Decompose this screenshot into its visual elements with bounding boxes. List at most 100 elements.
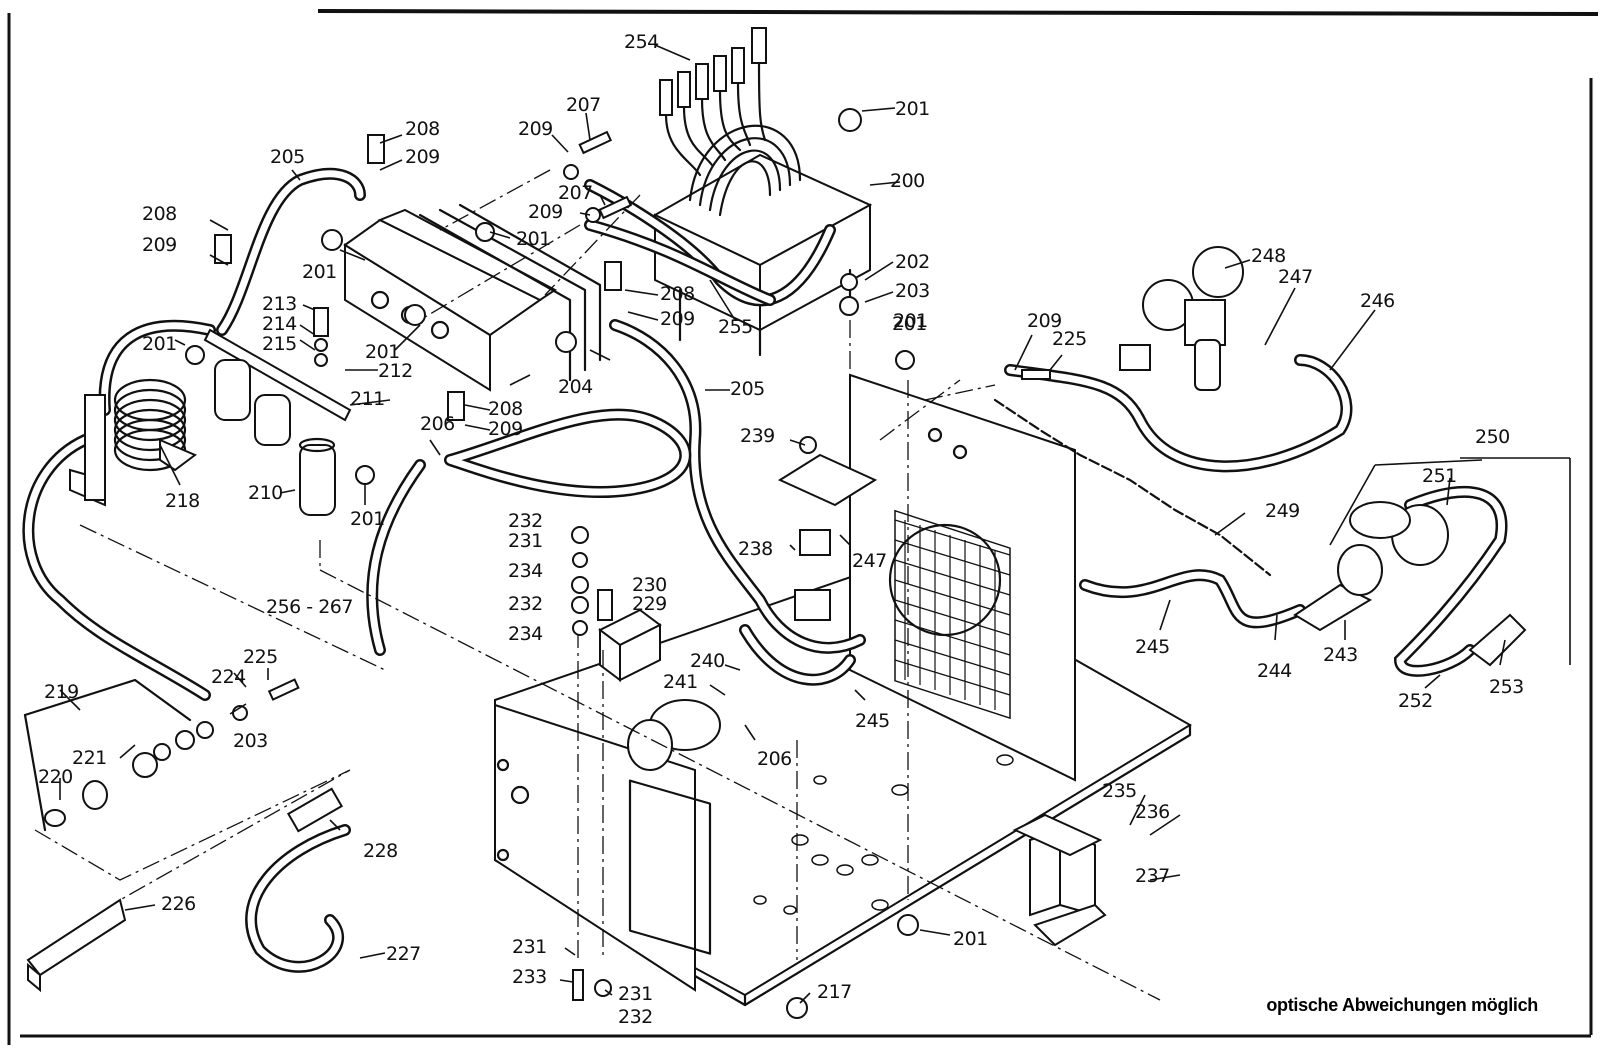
callout-209: 209 (1027, 310, 1062, 332)
leader-lines (59, 44, 1571, 1004)
cables (22, 167, 1508, 973)
callout-248: 248 (1251, 245, 1286, 267)
callout-219: 219 (44, 681, 79, 703)
callout-209: 209 (518, 118, 553, 140)
callout-224: 224 (211, 666, 246, 688)
hardware (185, 108, 1051, 1019)
callout-201: 201 (953, 928, 988, 950)
output-socket (627, 699, 721, 771)
gas-regulator (1119, 246, 1244, 391)
callout-227: 227 (386, 943, 421, 965)
callout-203: 203 (233, 730, 268, 752)
callout-237: 237 (1135, 865, 1170, 887)
callout-208: 208 (488, 398, 523, 420)
callout-249: 249 (1265, 500, 1300, 522)
callout-206: 206 (420, 413, 455, 435)
callout-209: 209 (142, 234, 177, 256)
plugs (1293, 501, 1527, 667)
callout-218: 218 (165, 490, 200, 512)
callout-201: 201 (365, 341, 400, 363)
callout-238: 238 (738, 538, 773, 560)
callout-233: 233 (512, 966, 547, 988)
callout-234: 234 (508, 623, 543, 645)
callout-201: 201 (350, 508, 385, 530)
callout-229: 229 (632, 593, 667, 615)
callout-247: 247 (852, 550, 887, 572)
callout-209: 209 (488, 418, 523, 440)
callout-201: 201 (893, 310, 928, 332)
capacitors (203, 328, 352, 516)
callout-253: 253 (1489, 676, 1524, 698)
callout-245: 245 (855, 710, 890, 732)
callout-203: 203 (895, 280, 930, 302)
callout-208: 208 (405, 118, 440, 140)
callout-243: 243 (1323, 644, 1358, 666)
callout-209: 209 (660, 308, 695, 330)
callout-225: 225 (243, 646, 278, 668)
earth-clamp (26, 787, 344, 993)
callout-234: 234 (508, 560, 543, 582)
callout-225: 225 (1052, 328, 1087, 350)
callout-221: 221 (72, 747, 107, 769)
callout-232: 232 (508, 593, 543, 615)
callout-202: 202 (895, 251, 930, 273)
assembly-lines (79, 169, 1161, 1001)
callout-205: 205 (270, 146, 305, 168)
terminal-block (598, 608, 662, 682)
callout-205: 205 (730, 378, 765, 400)
callout-231: 231 (618, 983, 653, 1005)
callout-214: 214 (262, 313, 297, 335)
callout-213: 213 (262, 293, 297, 315)
chassis-base-plate (493, 373, 1192, 1007)
callout-201: 201 (302, 261, 337, 283)
callout-254: 254 (624, 31, 659, 53)
callout-207: 207 (558, 182, 593, 204)
callout-239: 239 (740, 425, 775, 447)
callout-247: 247 (1278, 266, 1313, 288)
callout-215: 215 (262, 333, 297, 355)
callout-201: 201 (892, 313, 927, 335)
callout-201: 201 (142, 333, 177, 355)
callout-231: 231 (512, 936, 547, 958)
callout-231: 231 (508, 530, 543, 552)
choke-coil (69, 378, 197, 507)
callout-226: 226 (161, 893, 196, 915)
control-transformer (1012, 813, 1107, 947)
socket-group (23, 678, 351, 901)
callout-244: 244 (1257, 660, 1292, 682)
callout-256-267: 256 - 267 (266, 596, 353, 618)
callout-235: 235 (1102, 780, 1137, 802)
callout-220: 220 (38, 766, 73, 788)
callout-245: 245 (1135, 636, 1170, 658)
callout-250: 250 (1475, 426, 1510, 448)
callout-204: 204 (558, 376, 593, 398)
callout-209: 209 (405, 146, 440, 168)
callout-209: 209 (528, 201, 563, 223)
footer-disclaimer: optische Abweichungen möglich (1266, 995, 1538, 1015)
callout-201: 201 (516, 228, 551, 250)
callout-210: 210 (248, 482, 283, 504)
callout-232: 232 (618, 1006, 653, 1028)
callout-207: 207 (566, 94, 601, 116)
callout-232: 232 (508, 510, 543, 532)
callout-255: 255 (718, 316, 753, 338)
callout-236: 236 (1135, 801, 1170, 823)
callout-212: 212 (378, 360, 413, 382)
callout-200: 200 (890, 170, 925, 192)
callout-206: 206 (757, 748, 792, 770)
callout-240: 240 (690, 650, 725, 672)
callout-208: 208 (660, 283, 695, 305)
callout-246: 246 (1360, 290, 1395, 312)
callout-211: 211 (350, 388, 385, 410)
callout-201: 201 (895, 98, 930, 120)
callout-241: 241 (663, 671, 698, 693)
sheet-frame (7, 9, 1599, 1045)
callout-230: 230 (632, 574, 667, 596)
gas-valve (777, 453, 878, 621)
callout-217: 217 (817, 981, 852, 1003)
callout-251: 251 (1422, 465, 1457, 487)
callout-208: 208 (142, 203, 177, 225)
callout-228: 228 (363, 840, 398, 862)
